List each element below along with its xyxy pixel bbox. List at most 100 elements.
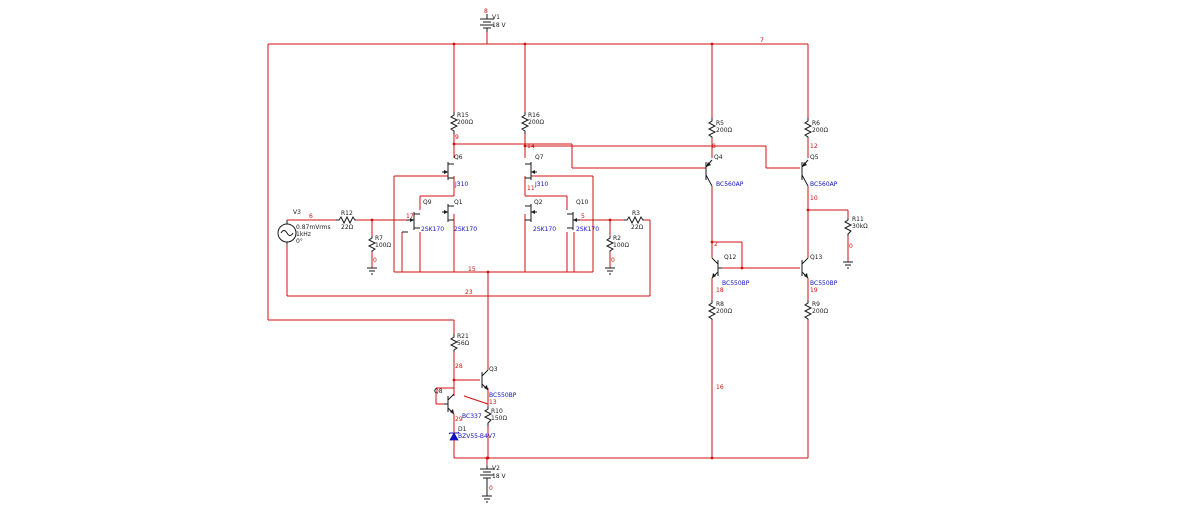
v3-phase: 0° [296, 238, 303, 245]
v3-frequency: 1kHz [296, 231, 311, 238]
node-label: 2 [714, 241, 718, 248]
resistor-r3[interactable]: R3 22Ω [624, 210, 644, 231]
q7-model: J310 [534, 181, 548, 188]
q4-name: Q4 [714, 154, 723, 161]
v1-value: 18 V [492, 22, 507, 29]
node-label: 9 [455, 134, 459, 141]
node-label: 14 [527, 143, 535, 150]
v3-name: V3 [293, 209, 301, 216]
resistor-r5[interactable]: R5 200Ω [707, 118, 732, 138]
resistor-r21[interactable]: R21 56Ω [449, 333, 470, 352]
q1-model: 2SK170 [454, 226, 477, 233]
resistor-r15[interactable]: R15 200Ω [449, 112, 473, 134]
resistor-r10[interactable]: R10 150Ω [483, 406, 507, 426]
q8-name: Q8 [434, 388, 443, 395]
q1-name: Q1 [454, 199, 463, 206]
node-label: 18 [716, 287, 724, 294]
v2-name: V2 [492, 465, 500, 472]
bjt-q4[interactable]: Q4 BC560AP [705, 154, 744, 188]
q10-model: 2SK170 [576, 226, 599, 233]
r12-name: R12 [341, 210, 353, 217]
r11-value: 30kΩ [852, 223, 868, 230]
q13-name: Q13 [810, 254, 823, 261]
junction-dots [370, 42, 810, 460]
node-label: 13 [489, 399, 497, 406]
q6-model: J310 [454, 181, 468, 188]
r21-value: 56Ω [457, 340, 470, 347]
q12-name: Q12 [724, 254, 737, 261]
r6-value: 200Ω [812, 127, 828, 134]
resistor-r9[interactable]: R9 200Ω [803, 300, 828, 320]
node-label: 0 [489, 485, 493, 492]
r5-name: R5 [716, 120, 724, 127]
v3-amplitude: 0.87mVrms [296, 224, 331, 231]
r16-name: R16 [528, 112, 540, 119]
r3-value: 22Ω [631, 224, 644, 231]
node-label: 8 [484, 8, 488, 15]
q4-model: BC560AP [716, 181, 744, 188]
v1-name: V1 [492, 14, 500, 21]
ac-source-v3[interactable]: V3 0.87mVrms 1kHz 0° [277, 209, 331, 245]
jfet-q2[interactable]: Q2 2SK170 [525, 199, 556, 233]
node-label: 16 [716, 384, 724, 391]
node-label: 6 [309, 213, 313, 220]
node-label: 8 [712, 143, 716, 150]
resistor-r12[interactable]: R12 22Ω [336, 210, 356, 231]
node-label: 0 [373, 257, 377, 264]
r2-value: 100Ω [613, 242, 629, 249]
node-label: 23 [465, 289, 473, 296]
resistor-r8[interactable]: R8 200Ω [707, 300, 732, 320]
r9-value: 200Ω [812, 308, 828, 315]
resistor-r2[interactable]: R2 100Ω [605, 235, 629, 275]
node-label: 29 [455, 416, 463, 423]
resistor-r7[interactable]: R7 100Ω [367, 235, 391, 275]
jfet-q10[interactable]: Q10 2SK170 [567, 199, 599, 233]
bjt-q5[interactable]: Q5 BC560AP [801, 154, 838, 188]
q5-model: BC560AP [810, 181, 838, 188]
r7-value: 100Ω [375, 242, 391, 249]
jfet-q1[interactable]: Q1 2SK170 [442, 199, 477, 233]
r8-value: 200Ω [716, 308, 732, 315]
node-label: 19 [810, 287, 818, 294]
r16-value: 200Ω [528, 119, 544, 126]
battery-v2[interactable]: V2 18 V 0 [480, 465, 507, 503]
node-labels: 7 8 9 14 12 10 11 17 5 6 0 0 0 15 23 2 1… [309, 37, 853, 423]
q3-name: Q3 [489, 366, 498, 373]
q7-name: Q7 [535, 154, 544, 161]
node-label: 28 [455, 363, 463, 370]
node-label: 0 [849, 243, 853, 250]
jfet-q7[interactable]: Q7 J310 [525, 154, 548, 188]
q3-model: BC550BP [489, 392, 517, 399]
resistor-r16[interactable]: R16 200Ω [520, 112, 544, 134]
r11-name: R11 [852, 216, 864, 223]
jfet-q6[interactable]: Q6 J310 [442, 154, 468, 188]
r7-name: R7 [375, 235, 383, 242]
zener-d1[interactable]: D1 BZV55-B4V7 [448, 426, 496, 446]
q10-name: Q10 [576, 199, 589, 206]
q13-model: BC550BP [810, 280, 838, 287]
bjt-q8[interactable]: Q8 BC337 [434, 388, 482, 420]
r15-value: 200Ω [457, 119, 473, 126]
r10-name: R10 [491, 408, 503, 415]
r8-name: R8 [716, 301, 724, 308]
bjt-q12[interactable]: Q12 BC550BP [711, 254, 750, 287]
resistor-r6[interactable]: R6 200Ω [803, 118, 828, 138]
q2-model: 2SK170 [533, 226, 556, 233]
r9-name: R9 [812, 301, 820, 308]
node-label: 17 [406, 213, 414, 220]
q12-model: BC550BP [722, 280, 750, 287]
jfet-q9[interactable]: Q9 2SK170 [402, 199, 444, 233]
node-label: 10 [810, 195, 818, 202]
v2-value: 18 V [492, 473, 507, 480]
bjt-q13[interactable]: Q13 BC550BP [801, 254, 838, 287]
node-label: 5 [581, 213, 585, 220]
q9-model: 2SK170 [421, 226, 444, 233]
r5-value: 200Ω [716, 127, 732, 134]
resistor-r11[interactable]: R11 30kΩ [843, 216, 868, 269]
r2-name: R2 [613, 235, 621, 242]
node-label: 12 [810, 143, 818, 150]
bjt-q3[interactable]: Q3 BC550BP [481, 366, 517, 399]
d1-model: BZV55-B4V7 [458, 433, 496, 440]
wire-network [267, 32, 849, 466]
battery-v1[interactable]: V1 18 V 8 [480, 8, 507, 32]
